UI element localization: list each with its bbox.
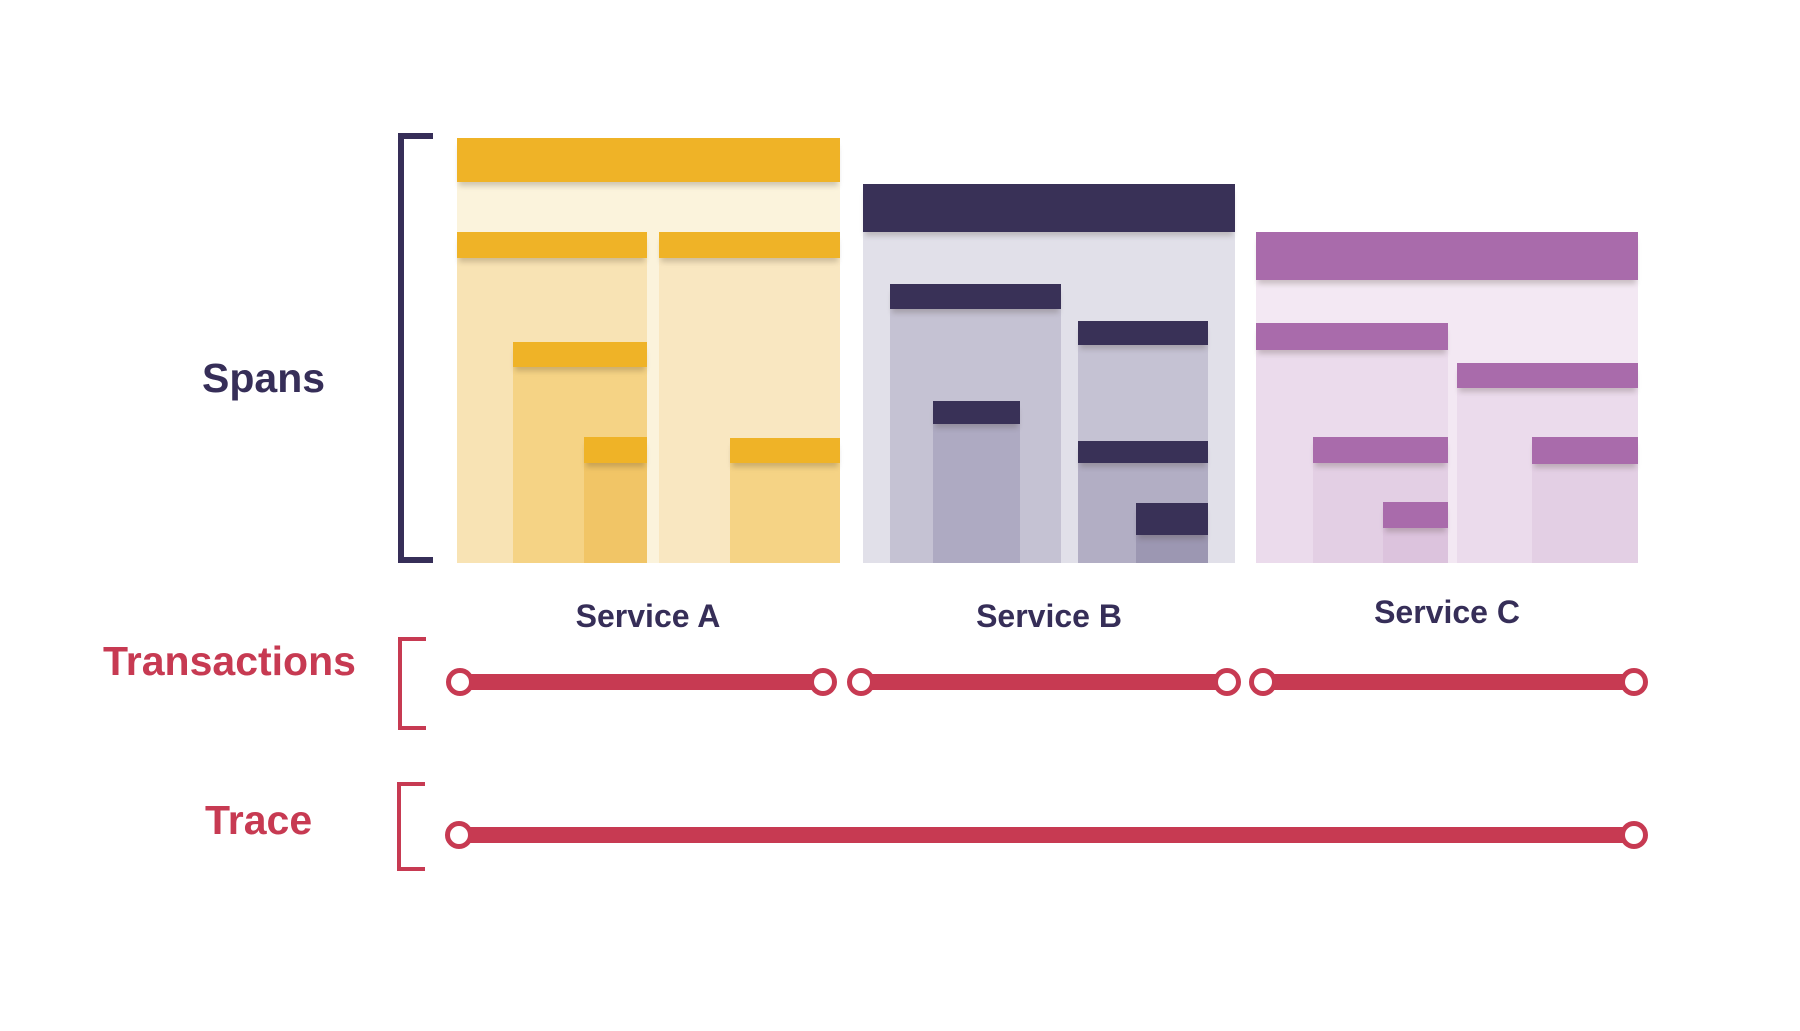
transactions-label: Transactions [103,638,356,684]
service-a-span-bar [730,438,840,463]
service-b-span-bar [890,284,1061,309]
service-b-label: Service B [976,598,1122,634]
service-c-root-span-bar [1256,232,1638,280]
service-a-span-panel [730,463,840,563]
service-c-span-panel [1383,528,1448,563]
service-b-span-panel [1136,535,1208,563]
transaction-end-endpoint [809,668,837,696]
service-b-span-bar [1078,441,1208,463]
service-b-span-bar [933,401,1020,424]
service-a-span-bar [513,342,647,367]
service-b-span-bar [1078,321,1208,345]
service-a-label: Service A [575,598,721,634]
service-c-label: Service C [1374,594,1520,630]
service-c-span-bar [1313,437,1448,463]
transaction-line [460,674,823,690]
transaction-line [861,674,1227,690]
trace-end-endpoint [1620,821,1648,849]
service-c-span-bar [1532,437,1638,464]
service-a-root-span-bar [457,138,840,182]
spans-label: Spans [202,355,326,401]
transactions-bracket [398,637,426,730]
service-c-span-bar [1457,363,1638,388]
service-b-span-bar [1136,503,1208,535]
service-a-span-bar [584,437,647,463]
service-a-span-panel [584,463,647,563]
transaction-start-endpoint [1249,668,1277,696]
transaction-end-endpoint [1213,668,1241,696]
transaction-end-endpoint [1620,668,1648,696]
transaction-line [1263,674,1634,690]
transaction-start-endpoint [446,668,474,696]
trace-start-endpoint [445,821,473,849]
service-c-span-bar [1383,502,1448,528]
trace-label: Trace [205,797,313,843]
transaction-start-endpoint [847,668,875,696]
service-a-span-bar [457,232,647,258]
service-c-span-panel [1532,464,1638,563]
trace-bracket [397,782,425,871]
service-b-root-span-bar [863,184,1235,232]
service-b-span-panel [933,424,1020,563]
service-a-span-bar [659,232,840,258]
spans-bracket [398,133,433,563]
service-c-span-bar [1256,323,1448,350]
trace-line [459,827,1634,843]
